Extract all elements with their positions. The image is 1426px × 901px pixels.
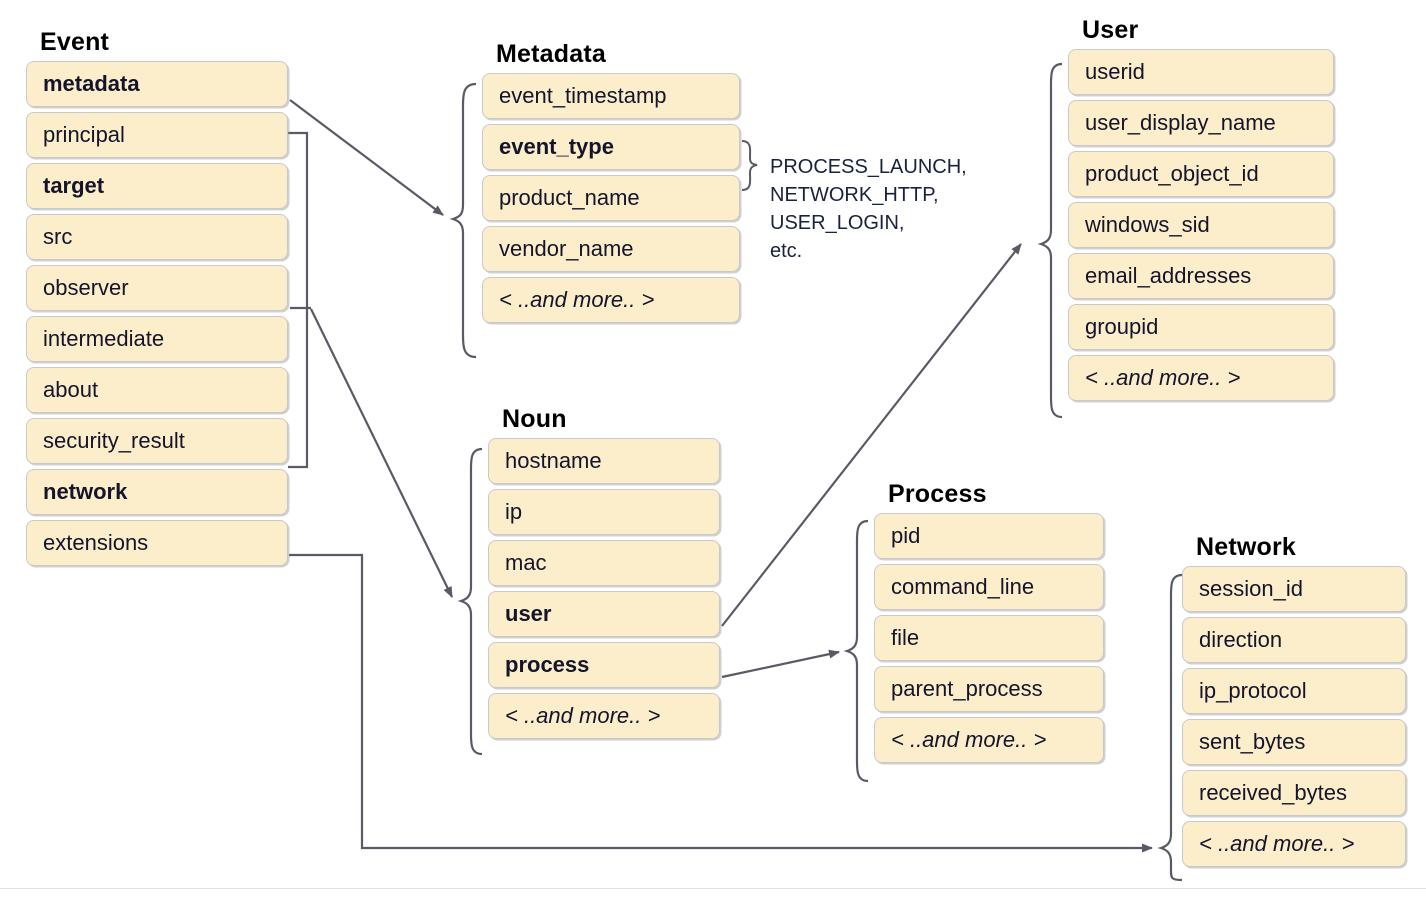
field-network-ip-protocol[interactable]: ip_protocol <box>1182 668 1406 714</box>
field-event-target[interactable]: target <box>26 163 288 209</box>
field-metadata-product-name[interactable]: product_name <box>482 175 740 221</box>
field-event-network[interactable]: network <box>26 469 288 515</box>
group-noun-fields: hostname ip mac user process < ..and mor… <box>488 438 720 739</box>
field-user-groupid[interactable]: groupid <box>1068 304 1334 350</box>
field-noun-and-more[interactable]: < ..and more.. > <box>488 693 720 739</box>
field-metadata-event-timestamp[interactable]: event_timestamp <box>482 73 740 119</box>
footer-divider <box>0 888 1426 889</box>
field-network-received-bytes[interactable]: received_bytes <box>1182 770 1406 816</box>
group-process-title: Process <box>888 480 987 508</box>
field-event-observer[interactable]: observer <box>26 265 288 311</box>
field-user-product-object-id[interactable]: product_object_id <box>1068 151 1334 197</box>
field-user-user-display-name[interactable]: user_display_name <box>1068 100 1334 146</box>
connector-noun-process <box>721 649 840 679</box>
connector-event-noun <box>310 308 453 598</box>
field-user-email-addresses[interactable]: email_addresses <box>1068 253 1334 299</box>
field-noun-hostname[interactable]: hostname <box>488 438 720 484</box>
group-network-fields: session_id direction ip_protocol sent_by… <box>1182 566 1406 867</box>
field-event-about[interactable]: about <box>26 367 288 413</box>
field-process-command-line[interactable]: command_line <box>874 564 1104 610</box>
field-event-intermediate[interactable]: intermediate <box>26 316 288 362</box>
field-user-and-more[interactable]: < ..and more.. > <box>1068 355 1334 401</box>
field-user-userid[interactable]: userid <box>1068 49 1334 95</box>
group-noun: Noun hostname ip mac user process < ..an… <box>488 407 720 739</box>
user-left-brace <box>1037 62 1063 419</box>
field-noun-process[interactable]: process <box>488 642 720 688</box>
field-metadata-event-type[interactable]: event_type <box>482 124 740 170</box>
noun-left-brace <box>457 447 483 756</box>
group-metadata: Metadata event_timestamp event_type prod… <box>482 42 740 323</box>
network-left-brace <box>1157 573 1183 882</box>
group-noun-title: Noun <box>502 405 567 433</box>
field-event-metadata[interactable]: metadata <box>26 61 288 107</box>
group-metadata-fields: event_timestamp event_type product_name … <box>482 73 740 323</box>
field-event-extensions[interactable]: extensions <box>26 520 288 566</box>
group-process-fields: pid command_line file parent_process < .… <box>874 513 1104 763</box>
annotation-event-type-examples: PROCESS_LAUNCH, NETWORK_HTTP, USER_LOGIN… <box>770 156 967 262</box>
field-network-direction[interactable]: direction <box>1182 617 1406 663</box>
field-event-principal[interactable]: principal <box>26 112 288 158</box>
field-network-sent-bytes[interactable]: sent_bytes <box>1182 719 1406 765</box>
group-user: User userid user_display_name product_ob… <box>1068 18 1334 401</box>
field-user-windows-sid[interactable]: windows_sid <box>1068 202 1334 248</box>
field-noun-ip[interactable]: ip <box>488 489 720 535</box>
field-event-src[interactable]: src <box>26 214 288 260</box>
field-process-file[interactable]: file <box>874 615 1104 661</box>
group-network-title: Network <box>1196 533 1297 561</box>
process-left-brace <box>843 519 869 783</box>
group-user-title: User <box>1082 16 1139 44</box>
group-event-fields: metadata principal target src observer i… <box>26 61 288 566</box>
field-noun-mac[interactable]: mac <box>488 540 720 586</box>
field-process-and-more[interactable]: < ..and more.. > <box>874 717 1104 763</box>
connector-event-metadata <box>289 99 444 216</box>
group-user-fields: userid user_display_name product_object_… <box>1068 49 1334 401</box>
group-network: Network session_id direction ip_protocol… <box>1182 535 1406 867</box>
field-process-parent-process[interactable]: parent_process <box>874 666 1104 712</box>
metadata-left-brace <box>449 82 477 359</box>
field-network-and-more[interactable]: < ..and more.. > <box>1182 821 1406 867</box>
field-network-session-id[interactable]: session_id <box>1182 566 1406 612</box>
group-event: Event metadata principal target src obse… <box>26 30 288 566</box>
event-type-right-brace <box>741 140 758 191</box>
field-event-security-result[interactable]: security_result <box>26 418 288 464</box>
group-event-title: Event <box>40 28 110 56</box>
event-principal-about-bracket <box>288 131 309 469</box>
field-metadata-and-more[interactable]: < ..and more.. > <box>482 277 740 323</box>
group-metadata-title: Metadata <box>496 40 606 68</box>
field-metadata-vendor-name[interactable]: vendor_name <box>482 226 740 272</box>
group-process: Process pid command_line file parent_pro… <box>874 482 1104 763</box>
field-process-pid[interactable]: pid <box>874 513 1104 559</box>
field-noun-user[interactable]: user <box>488 591 720 637</box>
